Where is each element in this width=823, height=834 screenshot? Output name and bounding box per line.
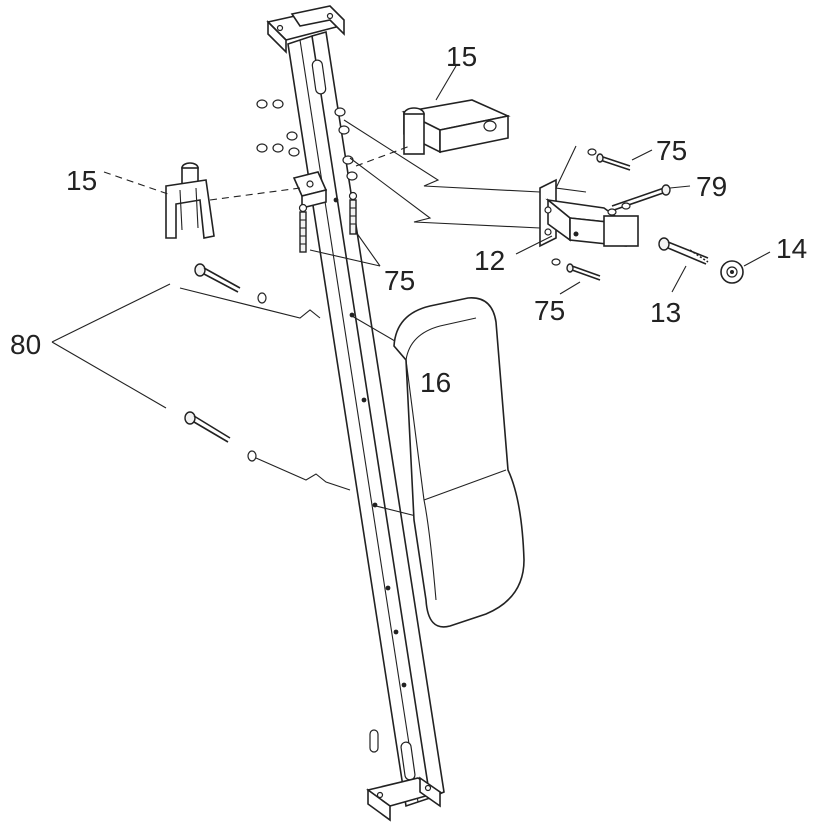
leader-15-left bbox=[103, 171, 169, 195]
carriage-part-12 bbox=[539, 178, 639, 248]
bolt-80-lower bbox=[184, 411, 257, 462]
label-12: 12 bbox=[474, 245, 505, 276]
bolt-80-upper bbox=[194, 263, 267, 304]
bolt-75-upper bbox=[587, 148, 631, 171]
bolt-13 bbox=[658, 237, 709, 265]
clevis-part-top bbox=[401, 99, 511, 155]
dashed-alignment-top bbox=[355, 145, 411, 167]
label-16: 16 bbox=[420, 367, 451, 398]
label-75-lower-right: 75 bbox=[534, 295, 565, 326]
knob-part-14 bbox=[720, 260, 744, 284]
fork-bracket-left bbox=[165, 162, 215, 239]
bolt-75-lower bbox=[551, 258, 601, 281]
label-75-upper-right: 75 bbox=[656, 135, 687, 166]
label-14: 14 bbox=[776, 233, 807, 264]
label-80: 80 bbox=[10, 329, 41, 360]
break-lines bbox=[179, 119, 541, 521]
label-13: 13 bbox=[650, 297, 681, 328]
pad-part-16 bbox=[393, 297, 525, 628]
dashed-alignment-left bbox=[209, 187, 301, 201]
bottom-mount-bracket bbox=[366, 729, 442, 822]
label-79: 79 bbox=[696, 171, 727, 202]
upright-post bbox=[287, 30, 445, 808]
label-75-center: 75 bbox=[384, 265, 415, 296]
label-15-top: 15 bbox=[446, 41, 477, 72]
bolt-79 bbox=[607, 184, 671, 216]
top-mount-bracket bbox=[266, 5, 345, 54]
center-bracket bbox=[292, 171, 358, 253]
label-15-left: 15 bbox=[66, 165, 97, 196]
leader-lines bbox=[51, 65, 771, 409]
